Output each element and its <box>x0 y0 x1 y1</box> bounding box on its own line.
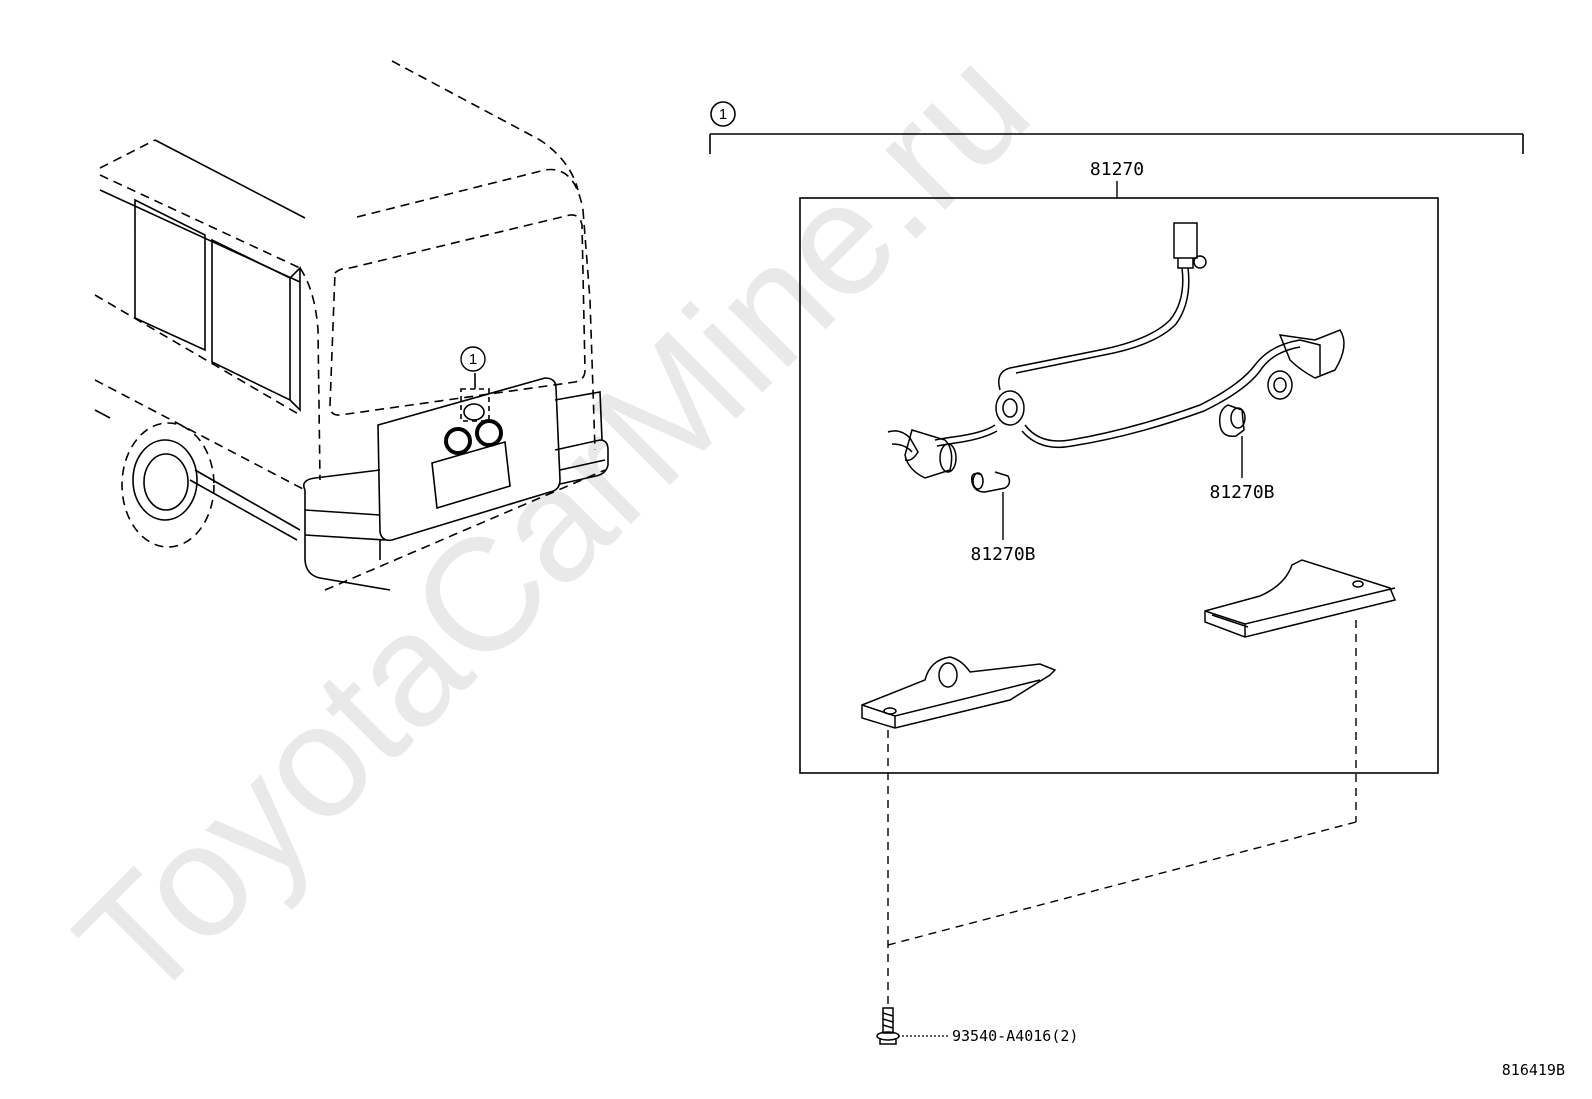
lamp-cover-right <box>1204 559 1397 638</box>
bulb-left-label: 81270B <box>970 544 1035 565</box>
bulb-right-label: 81270B <box>1209 482 1274 503</box>
lamp-cover-left <box>861 656 1057 729</box>
van-callout-circle <box>460 346 486 372</box>
bulb-left <box>970 471 1011 493</box>
screw-part-label: 93540-A4016(2) <box>952 1027 1078 1045</box>
diagram-code: 816419B <box>1502 1061 1565 1079</box>
mounting-guides <box>887 620 1357 1005</box>
screw <box>876 1007 900 1045</box>
assembly-box <box>799 197 1439 774</box>
van-callout-number: 1 <box>469 351 477 368</box>
van-illustration <box>94 60 609 591</box>
watermark: ToyotaCarMine.ru <box>42 15 1061 1034</box>
assembly-part-label: 81270 <box>1090 159 1144 180</box>
wire-harness <box>887 222 1345 479</box>
bulb-right <box>1218 404 1246 438</box>
assembly-bracket <box>709 101 1524 154</box>
assembly-callout-number: 1 <box>719 106 727 123</box>
